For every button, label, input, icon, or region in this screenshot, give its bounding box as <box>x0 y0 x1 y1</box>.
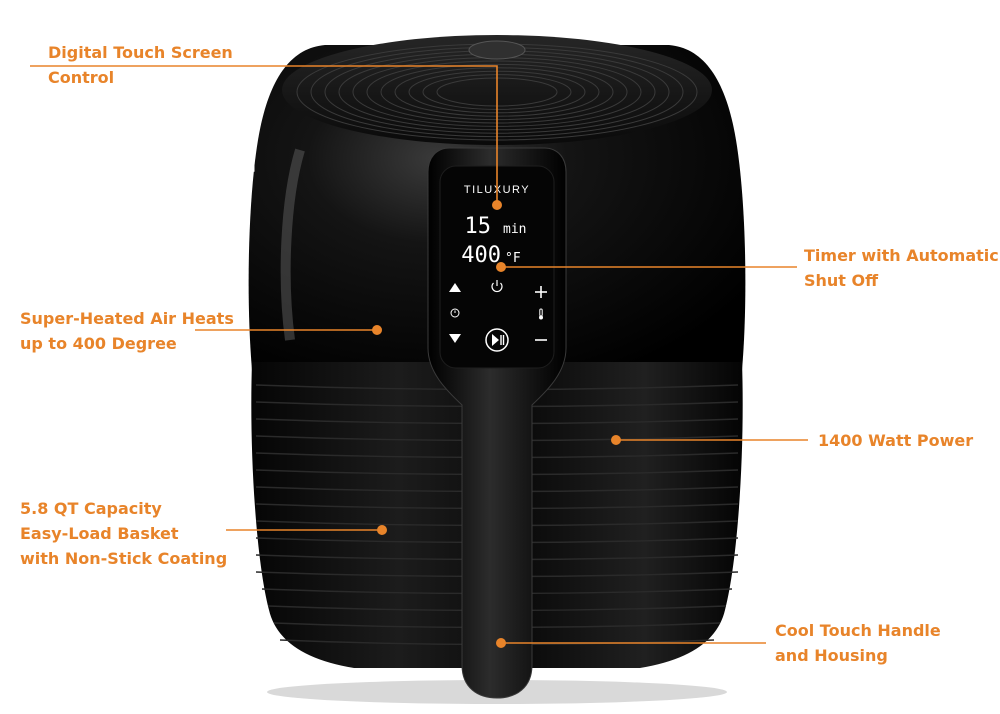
temperature-readout: 400 <box>461 243 501 268</box>
callout-dot-capacity <box>377 525 387 535</box>
callout-dot-heat <box>372 325 382 335</box>
leader-line-touch-screen <box>30 65 498 205</box>
power-icon[interactable] <box>491 280 503 293</box>
callout-dot-handle <box>496 638 506 648</box>
plus-icon[interactable] <box>535 286 547 298</box>
callout-dot-power <box>611 435 621 445</box>
up-arrow-icon[interactable] <box>449 283 461 292</box>
down-arrow-icon[interactable] <box>449 334 461 343</box>
temperature-unit: °F <box>505 251 521 266</box>
timer-readout: 15 <box>465 214 492 239</box>
lid-knob <box>468 40 526 60</box>
callout-dot-touch-screen <box>492 200 502 210</box>
timer-icon[interactable] <box>450 308 460 318</box>
callout-dot-timer <box>496 262 506 272</box>
play-pause-icon[interactable] <box>485 328 509 352</box>
timer-unit: min <box>503 222 526 237</box>
gloss-highlight <box>280 148 305 341</box>
callout-power: 1400 Watt Power <box>818 431 974 450</box>
thermometer-icon[interactable] <box>539 308 543 320</box>
callout-lines <box>30 65 808 648</box>
